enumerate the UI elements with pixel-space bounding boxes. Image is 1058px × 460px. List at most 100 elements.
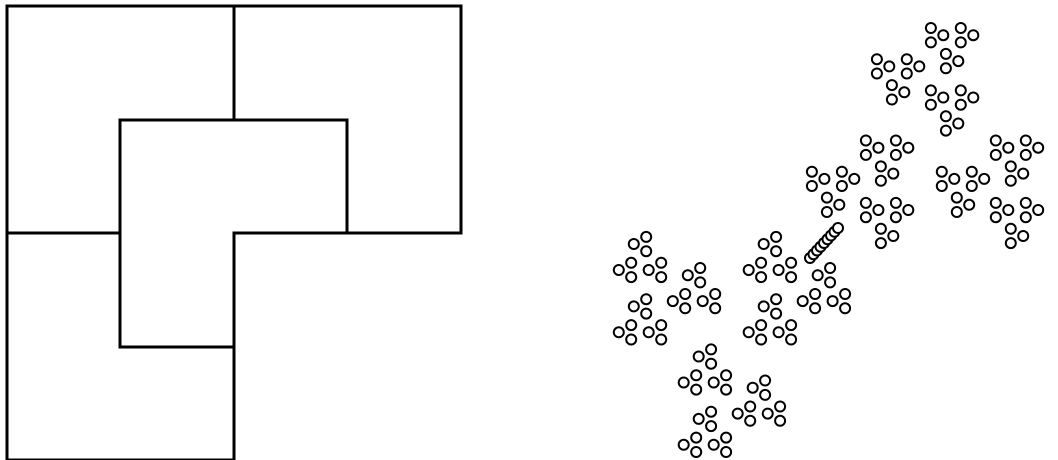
- fractal-cell: [964, 200, 974, 210]
- fractal-cell: [891, 150, 901, 160]
- fractal-cell: [679, 440, 689, 450]
- fractal-cell: [626, 272, 636, 282]
- fractal-cell: [1006, 224, 1016, 234]
- fractal-cell: [861, 150, 871, 160]
- fractal-cell: [991, 198, 1001, 208]
- fractal-cell: [873, 143, 883, 153]
- fractal-cell: [810, 303, 820, 313]
- fractal-cell: [902, 69, 912, 79]
- fractal-cell: [656, 320, 666, 330]
- fractal-cell: [1006, 161, 1016, 171]
- fractal-cell: [759, 301, 769, 311]
- fractal-cell: [914, 61, 924, 71]
- fractal-cell: [926, 37, 936, 47]
- fractal-cell: [656, 272, 666, 282]
- fractal-cell: [706, 359, 716, 369]
- fractal-cell: [926, 100, 936, 110]
- fractal-cell: [680, 303, 690, 313]
- fractal-cell: [798, 296, 808, 306]
- fractal-cell: [626, 335, 636, 345]
- fractal-cell: [644, 265, 654, 275]
- fractal-cell: [807, 167, 817, 177]
- fractal-cell: [991, 150, 1001, 160]
- fractal-cell: [721, 385, 731, 395]
- fractal-cell: [721, 370, 731, 380]
- fractal-cell: [695, 277, 705, 287]
- fractal-cell: [709, 378, 719, 388]
- fractal-cell: [813, 270, 823, 280]
- fractal-cell: [668, 296, 678, 306]
- fractal-cell: [956, 85, 966, 95]
- fractal-cell: [849, 174, 859, 184]
- fractal-cell: [706, 421, 716, 431]
- fractal-cell: [956, 23, 966, 33]
- fractal-cell: [629, 301, 639, 311]
- fractal-cell: [884, 61, 894, 71]
- fractal-cell: [873, 205, 883, 215]
- fractal-cell: [756, 272, 766, 282]
- fractal-cell: [876, 161, 886, 171]
- fractal-cell: [1021, 150, 1031, 160]
- fractal-cell: [775, 402, 785, 412]
- fractal-cell: [683, 270, 693, 280]
- fractal-cell: [888, 231, 898, 241]
- fractal-cell: [1033, 143, 1043, 153]
- fractal-cell: [744, 327, 754, 337]
- fractal-cell: [710, 303, 720, 313]
- fractal-cell: [691, 385, 701, 395]
- fractal-cell: [938, 30, 948, 40]
- fractal-cell: [979, 174, 989, 184]
- fractal-cell: [1018, 169, 1028, 179]
- fractal-cell: [763, 409, 773, 419]
- fractal-cell: [941, 63, 951, 73]
- fractal-cell: [771, 232, 781, 242]
- fractal-cell: [840, 303, 850, 313]
- fractal-cell: [872, 69, 882, 79]
- fractal-cell: [698, 296, 708, 306]
- fractal-cell: [941, 126, 951, 136]
- fractal-cell: [828, 296, 838, 306]
- fractal-cell: [1033, 205, 1043, 215]
- fractal-cell: [641, 309, 651, 319]
- fractal-cell: [967, 167, 977, 177]
- fractal-cell: [614, 327, 624, 337]
- fractal-cell: [775, 416, 785, 426]
- fractal-cell: [967, 181, 977, 191]
- fractal-cell: [952, 193, 962, 203]
- fractal-cell: [991, 136, 1001, 146]
- fractal-cell: [899, 87, 909, 97]
- fractal-cell: [786, 272, 796, 282]
- fractal-cell: [876, 238, 886, 248]
- fractal-cell: [1021, 136, 1031, 146]
- fractal-cell: [949, 174, 959, 184]
- fractal-cell: [771, 309, 781, 319]
- fractal-cell: [837, 181, 847, 191]
- fractal-cell: [1003, 205, 1013, 215]
- fractal-cell: [937, 167, 947, 177]
- fractal-cell: [706, 344, 716, 354]
- fractal-cell: [694, 352, 704, 362]
- fractal-cell: [926, 23, 936, 33]
- fractal-figure: [614, 23, 1043, 457]
- fractal-cell: [953, 119, 963, 129]
- fractal-cell: [840, 289, 850, 299]
- fractal-cell: [626, 258, 636, 268]
- fractal-cell: [887, 95, 897, 105]
- fractal-cell: [833, 223, 843, 233]
- fractal-cell: [938, 93, 948, 103]
- fractal-cell: [756, 335, 766, 345]
- fractal-cell: [837, 167, 847, 177]
- fractal-cell: [614, 265, 624, 275]
- fractal-cell: [786, 335, 796, 345]
- fractal-cell: [876, 176, 886, 186]
- fractal-cell: [710, 289, 720, 299]
- fractal-cell: [991, 212, 1001, 222]
- fractal-cell: [968, 30, 978, 40]
- fractal-cell: [733, 409, 743, 419]
- fractal-cell: [953, 56, 963, 66]
- fractal-cell: [680, 289, 690, 299]
- l-tromino-subdivision: [7, 6, 461, 460]
- fractal-cell: [656, 335, 666, 345]
- fractal-cell: [968, 93, 978, 103]
